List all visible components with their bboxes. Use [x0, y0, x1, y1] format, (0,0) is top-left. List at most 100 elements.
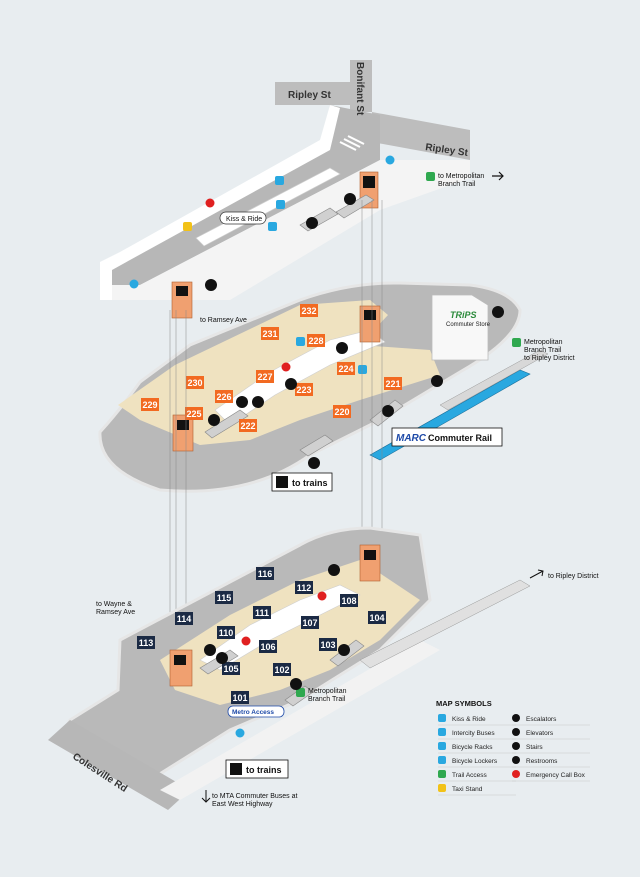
bay-label: 107: [302, 618, 317, 628]
legend-label: Elevators: [526, 730, 554, 737]
bay-label: 116: [258, 569, 273, 579]
intercity-bus-icon: [296, 337, 305, 346]
bike-rack-icon: [438, 742, 446, 750]
stairs-icon: [205, 279, 217, 291]
street-ripley-left: Ripley St: [288, 90, 331, 101]
marc-logo: MARC: [396, 433, 427, 444]
legend-label: Emergency Call Box: [526, 772, 586, 779]
legend-title: MAP SYMBOLS: [436, 699, 492, 708]
escalator-icon: [285, 378, 297, 390]
mid-trail-label-1: Metropolitan: [524, 339, 563, 346]
escalator-icon: [236, 396, 248, 408]
elevator-icon: [512, 728, 520, 736]
bay-label: 223: [296, 385, 311, 395]
elevator-icon: [364, 310, 376, 320]
legend-label: Taxi Stand: [452, 786, 483, 793]
escalator-icon: [308, 457, 320, 469]
bay-marker: [340, 594, 358, 607]
bay-label: 102: [274, 665, 289, 675]
bay-marker: [175, 612, 193, 625]
restroom-icon: [492, 306, 504, 318]
bus-icon: [438, 728, 446, 736]
intercity-bus-icon: [276, 200, 285, 209]
marc-label: Commuter Rail: [428, 433, 492, 443]
legend-label: Bicycle Lockers: [452, 758, 498, 765]
colesville-road: [48, 720, 190, 810]
kiss-ride-badge: [219, 211, 267, 225]
trips-sub: Commuter Store: [446, 322, 491, 328]
elevator-icon: [176, 286, 188, 296]
stairs-icon: [338, 644, 350, 656]
legend-label: Kiss & Ride: [452, 716, 486, 723]
bay-marker: [273, 663, 291, 676]
lower-trail-label-2: Branch Trail: [308, 696, 346, 703]
bay-marker: [215, 390, 233, 403]
bay-label: 231: [262, 329, 277, 339]
bay-label: 110: [219, 628, 234, 638]
call-box-icon: [512, 770, 520, 778]
bay-label: 220: [334, 407, 349, 417]
legend-label: Escalators: [526, 716, 557, 723]
metro-logo-icon: [230, 763, 242, 775]
bay-marker: [301, 616, 319, 629]
arrow-down-icon: [201, 790, 211, 803]
bay-marker: [333, 405, 351, 418]
bay-marker: [141, 398, 159, 411]
lower-trail-label-1: Metropolitan: [308, 688, 347, 695]
metroaccess-label: Metro Access: [232, 709, 274, 716]
bay-label: 113: [139, 638, 154, 648]
call-box-icon: [205, 198, 215, 208]
upper-level: [100, 60, 470, 300]
bay-label: 115: [217, 593, 232, 603]
escalator-icon: [208, 414, 220, 426]
bay-marker: [222, 662, 240, 675]
street-bonifant: Bonifant St: [354, 62, 365, 116]
bay-label: 114: [177, 614, 192, 624]
bike-locker-icon: [438, 756, 446, 764]
stairs-icon: [431, 375, 443, 387]
legend-label: Intercity Buses: [452, 730, 495, 737]
intercity-bus-icon: [358, 365, 367, 374]
bonifant-st: [350, 60, 372, 112]
metroaccess-badge: [227, 705, 285, 718]
kiss-ride-island: [195, 167, 341, 247]
kiss-ride-label: Kiss & Ride: [226, 216, 262, 223]
restroom-icon: [512, 756, 520, 764]
bay-label: 227: [257, 372, 272, 382]
bay-marker: [215, 591, 233, 604]
upper-edge: [100, 105, 340, 300]
bay-marker: [384, 377, 402, 390]
bay-marker: [295, 383, 313, 396]
legend-label: Stairs: [526, 744, 543, 751]
bay-label: 104: [369, 613, 384, 623]
bay-label: 229: [142, 400, 157, 410]
intercity-bus-icon: [275, 176, 284, 185]
bay-marker: [259, 640, 277, 653]
escalator-icon: [328, 564, 340, 576]
legend-right-column: EscalatorsElevatorsStairsRestroomsEmerge…: [512, 714, 590, 782]
bay-label: 224: [338, 364, 353, 374]
middle-icons: [208, 337, 443, 469]
trail-icon: [296, 688, 305, 697]
arrow-right-icon: [492, 171, 504, 181]
bay-label: 222: [240, 421, 255, 431]
lower-icons: [204, 564, 350, 690]
bay-marker: [231, 691, 249, 704]
bay-label: 230: [187, 378, 202, 388]
trail-icon: [426, 172, 435, 181]
to-trains-lower: to trains: [246, 765, 282, 775]
commuter-store-building: [431, 294, 489, 361]
upper-icons: [129, 155, 395, 291]
bay-label: 105: [223, 664, 238, 674]
bay-label: 108: [341, 596, 356, 606]
bay-marker: [253, 606, 271, 619]
mta-label-2: East West Highway: [212, 801, 273, 808]
bay-marker: [337, 362, 355, 375]
escalator-icon: [336, 342, 348, 354]
upper-sidewalk: [112, 160, 470, 300]
escalator-icon: [512, 714, 520, 722]
bay-marker: [186, 376, 204, 389]
ripley-district-label: to Ripley District: [548, 573, 599, 580]
